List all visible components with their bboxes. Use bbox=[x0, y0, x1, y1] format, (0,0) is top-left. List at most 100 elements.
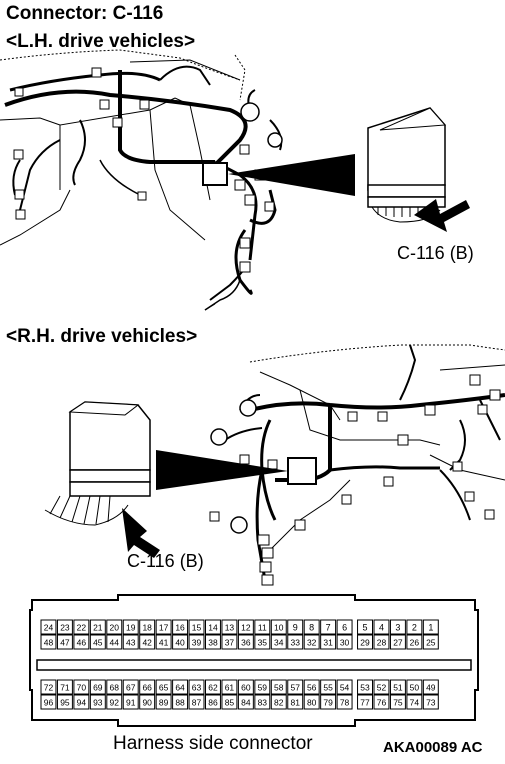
pin-cell bbox=[122, 694, 139, 710]
pin-number: 24 bbox=[44, 623, 54, 633]
lh-pointer-arrow bbox=[414, 199, 470, 232]
pin-cell bbox=[155, 694, 172, 710]
pin-cell bbox=[303, 694, 320, 710]
pin-number: 33 bbox=[290, 638, 300, 648]
lh-drive-heading: <L.H. drive vehicles> bbox=[6, 31, 196, 52]
pin-number: 32 bbox=[307, 638, 317, 648]
pin-cell bbox=[373, 619, 390, 635]
pin-number: 47 bbox=[60, 638, 70, 648]
pin-cell bbox=[40, 694, 57, 710]
rh-enlarged-connector bbox=[44, 401, 151, 526]
pin-number: 4 bbox=[379, 623, 384, 633]
pin-cell bbox=[422, 694, 439, 710]
pin-number: 8 bbox=[309, 623, 314, 633]
pin-number: 20 bbox=[110, 623, 120, 633]
pin-number: 38 bbox=[208, 638, 218, 648]
pin-cell bbox=[139, 694, 156, 710]
pin-number: 87 bbox=[192, 698, 202, 708]
rh-callout-beam bbox=[156, 450, 288, 490]
pin-cell bbox=[221, 679, 238, 695]
pin-cell bbox=[287, 619, 304, 635]
pin-cell bbox=[155, 634, 172, 650]
rh-pointer-arrow bbox=[122, 508, 160, 558]
pin-number: 83 bbox=[258, 698, 268, 708]
pin-cell bbox=[422, 619, 439, 635]
pin-number: 76 bbox=[377, 698, 387, 708]
pin-cell bbox=[389, 694, 406, 710]
pin-number: 37 bbox=[225, 638, 235, 648]
pin-number: 91 bbox=[126, 698, 136, 708]
rh-dashboard-illustration bbox=[209, 344, 505, 586]
pin-number: 19 bbox=[126, 623, 136, 633]
pin-cell bbox=[406, 619, 423, 635]
pin-number: 44 bbox=[110, 638, 120, 648]
pin-number: 56 bbox=[307, 683, 317, 693]
pin-number: 41 bbox=[159, 638, 169, 648]
pin-cell bbox=[287, 634, 304, 650]
pin-number: 45 bbox=[93, 638, 103, 648]
pin-cell bbox=[336, 634, 353, 650]
pin-cell bbox=[56, 694, 73, 710]
pin-cell bbox=[303, 679, 320, 695]
pin-number: 94 bbox=[77, 698, 87, 708]
pin-number: 5 bbox=[363, 623, 368, 633]
pin-number: 62 bbox=[208, 683, 218, 693]
pin-number: 21 bbox=[93, 623, 103, 633]
pin-number: 93 bbox=[93, 698, 103, 708]
figure-code: AKA00089 AC bbox=[383, 739, 483, 756]
pin-number: 49 bbox=[426, 683, 436, 693]
pin-number: 40 bbox=[175, 638, 185, 648]
pin-number: 16 bbox=[175, 623, 185, 633]
pin-number: 79 bbox=[323, 698, 333, 708]
pin-cell bbox=[188, 619, 205, 635]
pin-number: 3 bbox=[395, 623, 400, 633]
pin-cell bbox=[122, 619, 139, 635]
pin-cell bbox=[270, 679, 287, 695]
pin-number: 95 bbox=[60, 698, 70, 708]
pin-cell bbox=[205, 634, 221, 650]
pin-number: 43 bbox=[126, 638, 136, 648]
pin-number: 61 bbox=[225, 683, 235, 693]
pin-number: 28 bbox=[377, 638, 387, 648]
pin-cell bbox=[320, 619, 337, 635]
lh-enlarged-connector bbox=[367, 107, 447, 223]
pin-cell bbox=[106, 619, 123, 635]
pin-cell bbox=[406, 694, 423, 710]
pin-cell bbox=[89, 679, 106, 695]
pin-number: 86 bbox=[208, 698, 218, 708]
pin-number: 54 bbox=[340, 683, 350, 693]
pin-cell bbox=[106, 634, 123, 650]
pin-number: 66 bbox=[142, 683, 152, 693]
pin-cell bbox=[73, 634, 90, 650]
pin-number: 34 bbox=[274, 638, 284, 648]
pin-number: 81 bbox=[290, 698, 300, 708]
pin-number: 92 bbox=[110, 698, 120, 708]
pin-cell bbox=[221, 694, 238, 710]
pin-cell bbox=[373, 694, 390, 710]
pin-number: 84 bbox=[241, 698, 251, 708]
pin-cell bbox=[221, 619, 238, 635]
pin-number: 29 bbox=[360, 638, 370, 648]
rh-drive-heading: <R.H. drive vehicles> bbox=[6, 326, 198, 347]
pin-cell bbox=[89, 634, 106, 650]
lh-dashboard-illustration bbox=[0, 49, 283, 311]
pin-number: 52 bbox=[377, 683, 387, 693]
pin-number: 65 bbox=[159, 683, 169, 693]
pin-number: 80 bbox=[307, 698, 317, 708]
pin-cell bbox=[122, 679, 139, 695]
pin-number: 10 bbox=[274, 623, 284, 633]
pin-cell bbox=[89, 619, 106, 635]
pin-number: 88 bbox=[175, 698, 185, 708]
pin-cell bbox=[40, 634, 57, 650]
pin-cell bbox=[357, 634, 373, 650]
pin-cell bbox=[270, 634, 287, 650]
pin-cell bbox=[172, 619, 189, 635]
pin-cell bbox=[237, 679, 254, 695]
pin-cell bbox=[139, 679, 156, 695]
pin-number: 22 bbox=[77, 623, 87, 633]
pin-cell bbox=[287, 679, 304, 695]
page-title: Connector: C-116 bbox=[6, 3, 164, 24]
pin-number: 68 bbox=[110, 683, 120, 693]
pin-cell bbox=[373, 634, 390, 650]
pin-cell bbox=[73, 694, 90, 710]
